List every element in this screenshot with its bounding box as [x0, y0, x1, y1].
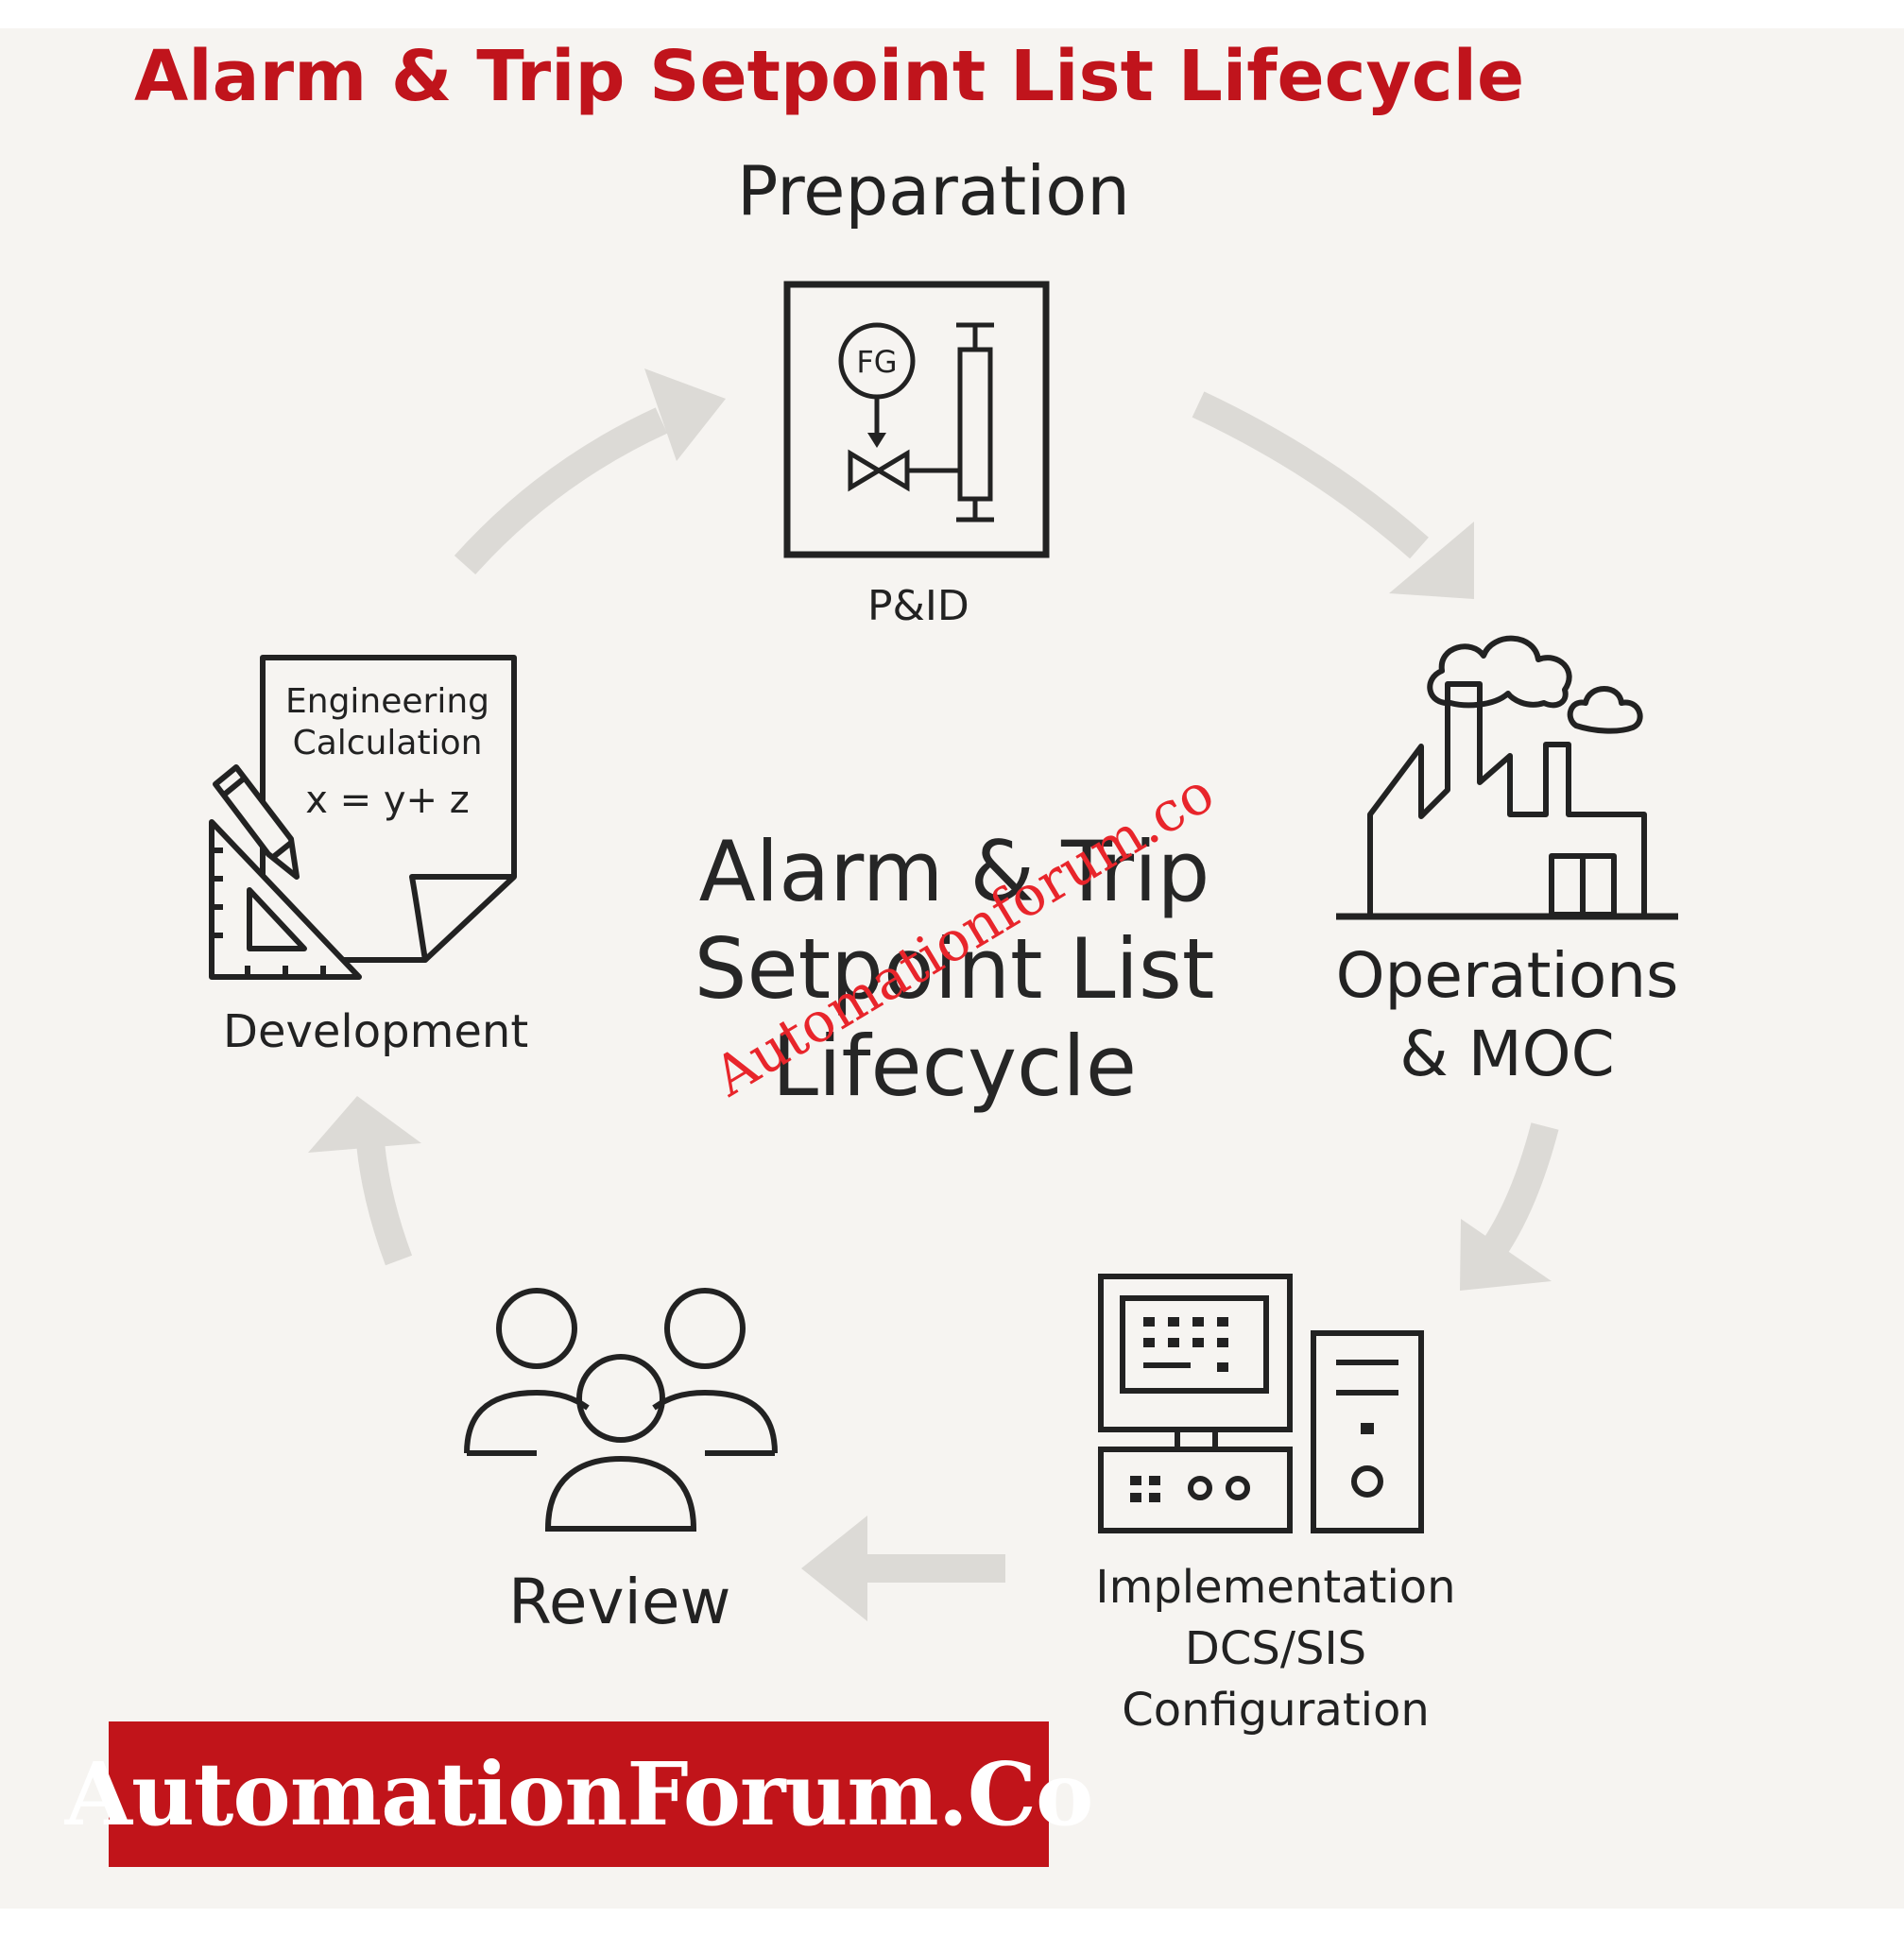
- arrow-head-implementation: [1460, 1219, 1552, 1291]
- computer-workstation-icon: [1098, 1274, 1424, 1533]
- center-title: Alarm & Trip Setpoint List Lifecycle: [671, 823, 1238, 1116]
- arrow-review-to-development: [356, 1141, 413, 1266]
- implementation-label: Implementation DCS/SIS Configuration: [1068, 1557, 1484, 1740]
- brand-banner: AutomationForum.Co: [65, 1721, 1093, 1867]
- development-label: Development: [223, 1005, 529, 1058]
- brand-text: AutomationForum.Co: [64, 1743, 1094, 1845]
- engineering-document-icon: Engineering Calculation x = y+ z: [209, 655, 517, 980]
- operations-label-line-1: Operations: [1335, 939, 1679, 1012]
- operations-moc-label: Operations & MOC: [1328, 937, 1687, 1093]
- pid-diagram-icon: FG: [783, 281, 1050, 558]
- arrow-preparation-to-operations: [1192, 391, 1429, 559]
- review-label: Review: [508, 1566, 731, 1638]
- document-line-2: Calculation: [293, 724, 483, 762]
- arrow-head-development: [308, 1096, 421, 1153]
- implementation-label-line-3: Configuration: [1122, 1683, 1430, 1737]
- arrow-head-operations: [1389, 522, 1474, 599]
- document-formula: x = y+ z: [305, 779, 470, 822]
- arrow-head-review: [801, 1515, 867, 1621]
- arrow-development-to-preparation: [454, 407, 668, 575]
- center-title-line-1: Alarm & Trip: [698, 823, 1210, 920]
- implementation-label-line-2: DCS/SIS: [1184, 1621, 1367, 1675]
- center-title-line-2: Setpoint List: [694, 919, 1215, 1018]
- center-title-line-3: Lifecycle: [771, 1017, 1138, 1115]
- document-line-1: Engineering: [285, 682, 489, 721]
- instrument-tag: FG: [856, 344, 897, 380]
- implementation-label-line-1: Implementation: [1095, 1561, 1456, 1614]
- arrow-head-preparation: [644, 368, 726, 461]
- page-title: Alarm & Trip Setpoint List Lifecycle: [134, 36, 1525, 117]
- stage-title-preparation: Preparation: [737, 151, 1130, 231]
- operations-label-line-2: & MOC: [1399, 1017, 1615, 1090]
- pid-label: P&ID: [867, 582, 969, 630]
- factory-icon: [1336, 635, 1678, 920]
- team-group-icon: [464, 1288, 778, 1532]
- arrow-operations-to-implementation: [1476, 1122, 1559, 1265]
